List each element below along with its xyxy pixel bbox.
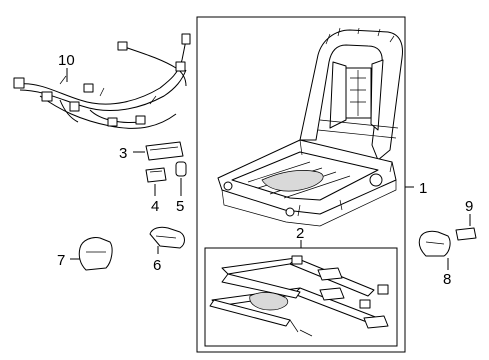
part-9-clip xyxy=(455,227,477,241)
part-8-cover xyxy=(418,230,451,257)
callout-2: 2 xyxy=(296,225,304,242)
callout-1: 1 xyxy=(419,180,427,197)
callout-5: 5 xyxy=(176,198,184,215)
part-7-cover xyxy=(78,237,113,271)
wire-harness xyxy=(13,33,191,129)
part-3-cover xyxy=(145,141,184,161)
callout-6: 6 xyxy=(153,257,161,274)
assembly-frame-box xyxy=(196,16,406,353)
part-6-cover xyxy=(149,226,185,249)
callout-4: 4 xyxy=(151,198,159,215)
part-5-switch xyxy=(175,161,187,177)
seat-frame xyxy=(217,27,403,227)
callout-3: 3 xyxy=(119,145,127,162)
callout-10: 10 xyxy=(58,52,75,69)
callout-8: 8 xyxy=(443,271,451,288)
callout-9: 9 xyxy=(465,198,473,215)
callout-7: 7 xyxy=(57,252,65,269)
leader-lines xyxy=(66,68,471,270)
part-4-knob xyxy=(145,167,167,183)
seat-adjuster xyxy=(209,255,389,337)
